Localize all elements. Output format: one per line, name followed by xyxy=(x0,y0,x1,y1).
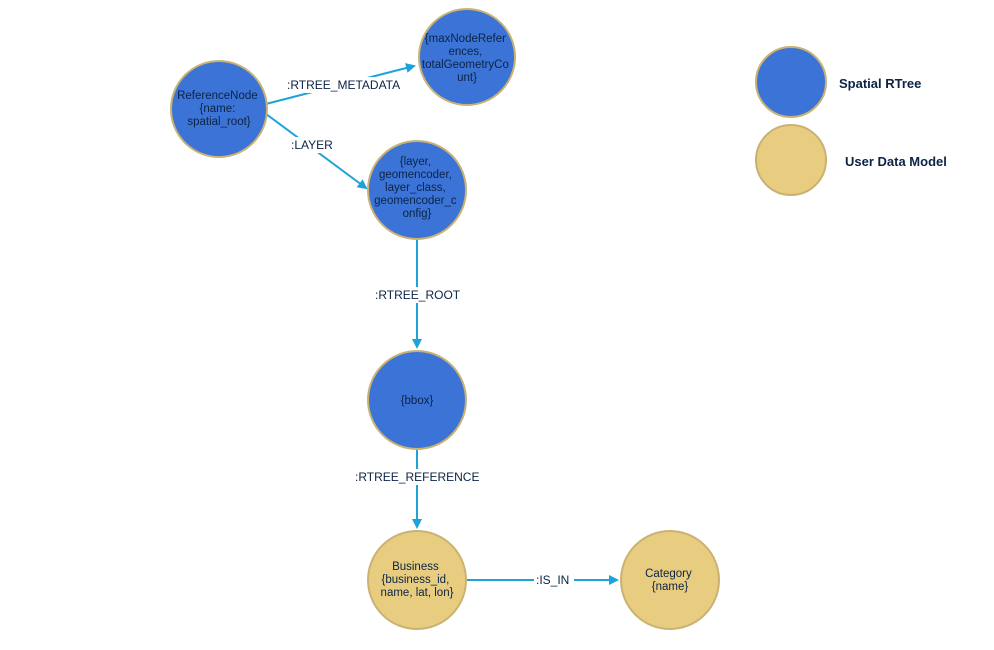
node-line: geomencoder_c xyxy=(374,195,457,207)
svg-text:{layer, geomencoder,: {layer, geomencoder, layer_class, geomen… xyxy=(374,156,460,220)
bbox-node[interactable]: {bbox} xyxy=(367,350,467,450)
legend: Spatial RTree User Data Model xyxy=(755,46,947,196)
legend-item-user: User Data Model xyxy=(755,124,947,196)
business-node[interactable]: Business {business_id, name, lat, lon} xyxy=(367,530,467,630)
svg-text:{bbox}: {bbox} xyxy=(401,395,434,407)
layer-node[interactable]: {layer, geomencoder, layer_class, geomen… xyxy=(367,140,467,240)
svg-text:ReferenceNode {name:: ReferenceNode {name: spatial_root} xyxy=(177,90,261,128)
node-line: ReferenceNode xyxy=(177,90,258,102)
edge-labels: :RTREE_METADATA :LAYER :RTREE_ROOT :RTRE… xyxy=(285,77,574,588)
node-line: spatial_root} xyxy=(187,116,250,128)
svg-text:{maxNodeRefer ences,: {maxNodeRefer ences, totalGeometryCo unt… xyxy=(422,33,512,84)
edge-label-rtree-metadata: :RTREE_METADATA xyxy=(287,78,400,92)
node-line: layer_class, xyxy=(385,182,446,194)
edge-label-is-in: :IS_IN xyxy=(536,573,569,587)
category-node[interactable]: Category {name} xyxy=(620,530,720,630)
node-line: unt} xyxy=(457,72,477,84)
node-line: Business xyxy=(392,561,439,573)
node-line: name, lat, lon} xyxy=(381,587,454,599)
node-line: {layer, xyxy=(400,156,431,168)
nodes: ReferenceNode {name: spatial_root} {maxN… xyxy=(170,8,720,630)
reference-node[interactable]: ReferenceNode {name: spatial_root} xyxy=(170,60,268,158)
node-line: totalGeometryCo xyxy=(422,59,509,71)
legend-swatch-spatial xyxy=(755,46,827,118)
edge-label-rtree-reference: :RTREE_REFERENCE xyxy=(355,470,479,484)
legend-swatch-user xyxy=(755,124,827,196)
legend-label-spatial: Spatial RTree xyxy=(839,76,921,91)
node-line: {name} xyxy=(652,581,689,593)
legend-item-spatial: Spatial RTree xyxy=(755,46,921,118)
node-line: Category xyxy=(645,568,692,580)
metadata-node[interactable]: {maxNodeRefer ences, totalGeometryCo unt… xyxy=(418,8,516,106)
node-line: onfig} xyxy=(403,208,432,220)
node-line: {maxNodeRefer xyxy=(425,33,506,45)
node-line: ences, xyxy=(448,46,482,58)
edge-label-layer: :LAYER xyxy=(291,138,333,152)
svg-text:Category {name}: Category {name} xyxy=(645,568,695,593)
edge-label-rtree-root: :RTREE_ROOT xyxy=(375,288,461,302)
node-line: {name: xyxy=(199,103,235,115)
node-line: {bbox} xyxy=(401,395,434,407)
node-line: {business_id, xyxy=(382,574,450,586)
legend-label-user: User Data Model xyxy=(845,154,947,169)
node-line: geomencoder, xyxy=(379,169,452,181)
svg-text:Business {business_id,: Business {business_id, name, lat, lon} xyxy=(381,561,454,599)
